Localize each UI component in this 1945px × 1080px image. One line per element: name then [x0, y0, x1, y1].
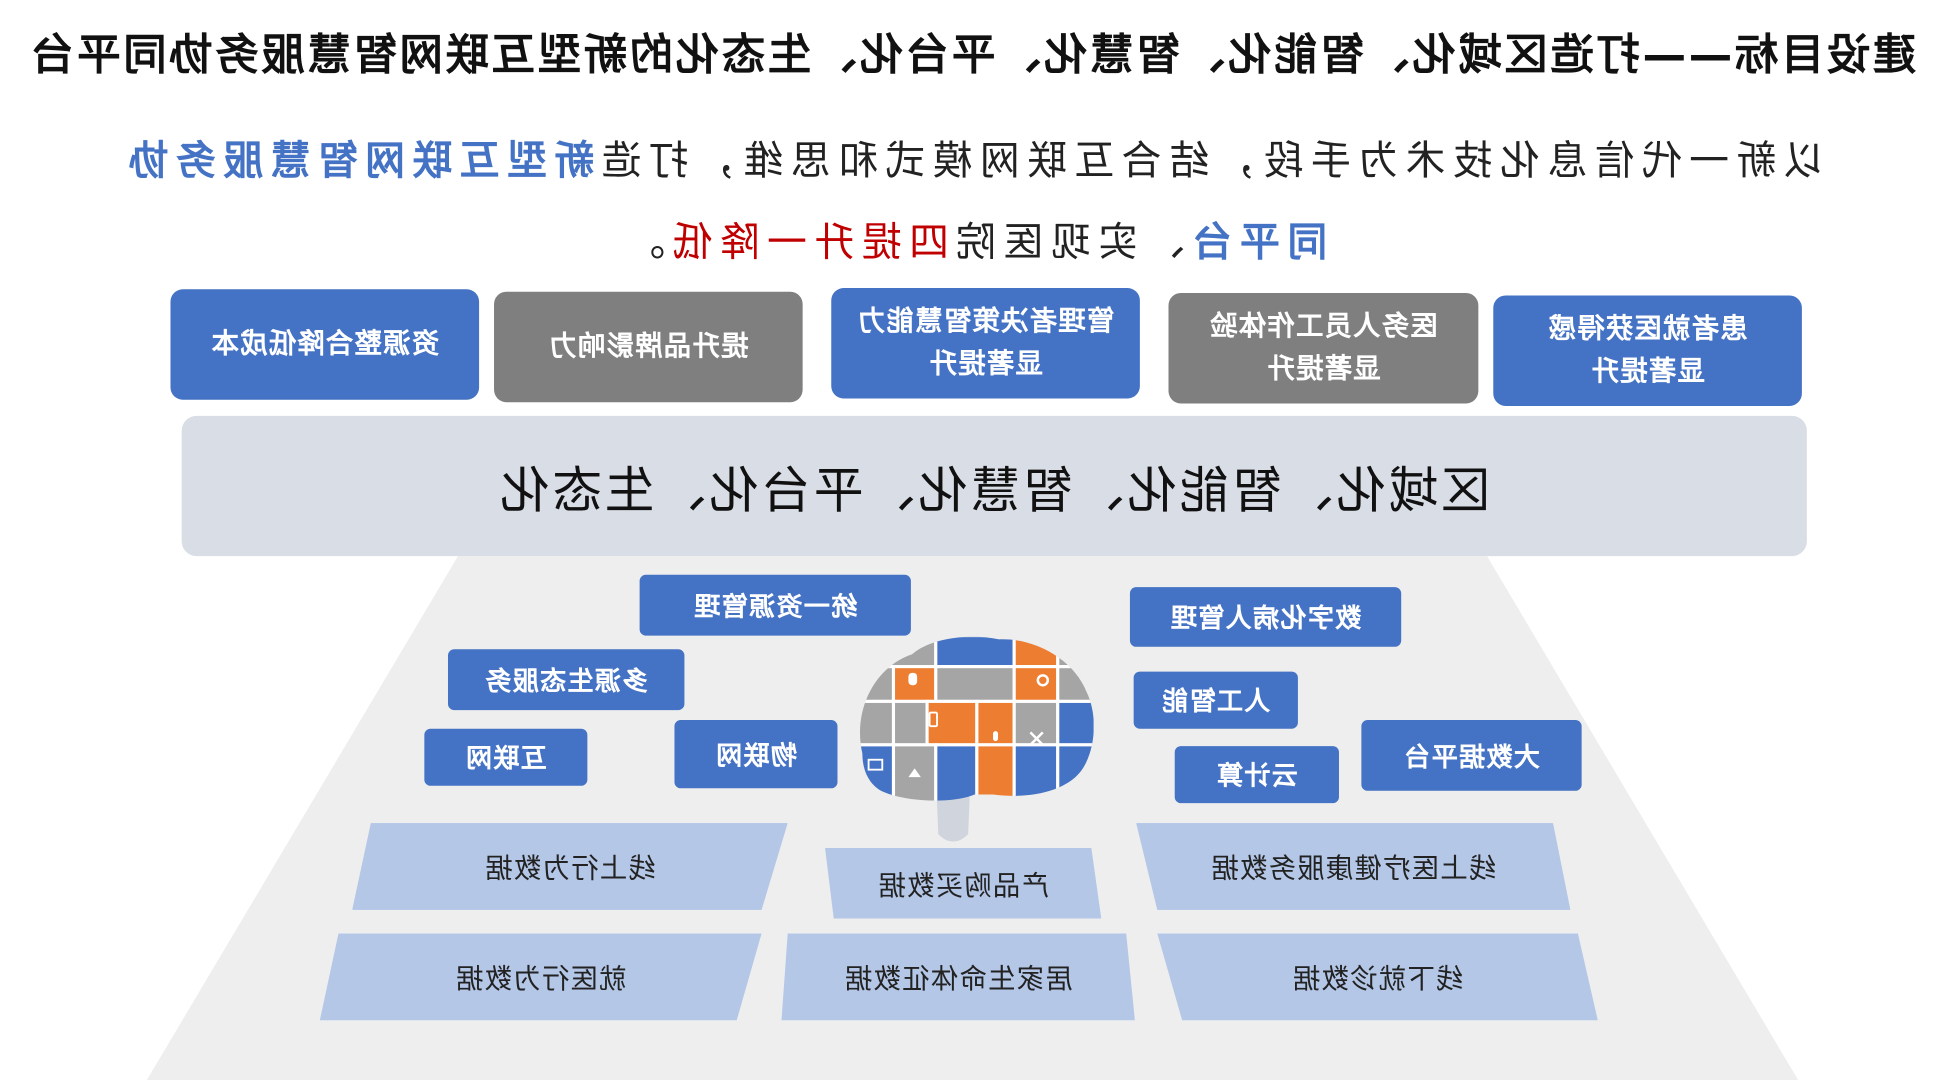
goal-staff-experience: 医务人员工作体验 显著提升 — [1168, 292, 1479, 404]
brain-tile — [1012, 665, 1060, 703]
phone-icon — [928, 711, 938, 728]
goal-cost-reduction: 资源整合降低成本 — [170, 289, 480, 400]
intro-line-2: 同平台、实现医院四提升一降低。 — [0, 216, 1945, 268]
data-source-home-vital-signs: 居家生命体征数据 — [781, 934, 1134, 1021]
brain-tile — [860, 743, 896, 801]
goal-label: 显著提升 — [928, 348, 1043, 380]
intro-line-1: 以新一代信息化技术为手段，结合互联网模式和思维，打造新型互联网智慧服务协 — [0, 134, 1945, 186]
data-source-medical-behavior: 就医行为数据 — [320, 934, 762, 1021]
brain-tile — [934, 636, 1016, 669]
brain-icon — [860, 636, 1094, 842]
image-icon — [908, 768, 921, 778]
tech-ai: 人工智能 — [1133, 671, 1298, 729]
brain-tile — [1056, 636, 1094, 669]
brain-tile — [1012, 743, 1060, 801]
brain-tile — [860, 699, 896, 747]
tech-cloud: 云计算 — [1174, 746, 1339, 804]
tech-big-data: 大数据平台 — [1361, 720, 1582, 791]
goal-label: 显著提升 — [1266, 353, 1381, 385]
tech-multi-ecosystem: 多源生态服务 — [447, 649, 685, 711]
brain-tile — [1056, 743, 1094, 801]
data-source-product-purchase: 产品购买数据 — [825, 848, 1101, 919]
goal-management-decision: 管理者决策智慧能力 显著提升 — [831, 288, 1140, 399]
goal-brand-influence: 提升品牌影响力 — [494, 291, 803, 403]
monitor-icon — [867, 758, 884, 771]
brain-tile — [925, 699, 979, 747]
tools-icon — [1029, 731, 1044, 746]
mouse-icon — [908, 672, 918, 686]
microphone-icon — [993, 731, 999, 742]
intro-highlight: 同平台 — [1185, 218, 1328, 266]
brain-tile — [1012, 636, 1060, 669]
goal-patient-experience: 患者就医获得感 显著提升 — [1493, 295, 1802, 406]
tech-digital-patient: 数字化病人管理 — [1129, 587, 1402, 647]
brain-tile — [860, 665, 896, 703]
tech-unified-resource: 统一资源管理 — [639, 574, 911, 636]
characteristics-banner: 区域化、智能化、智慧化、平台化、生态化 — [181, 415, 1807, 557]
brain-tile — [1056, 699, 1094, 747]
gear-icon — [1036, 674, 1050, 687]
goal-label: 显著提升 — [1590, 355, 1705, 387]
brain-tile — [934, 743, 979, 801]
goal-label: 资源整合降低成本 — [210, 328, 440, 360]
goal-label: 医务人员工作体验 — [1208, 310, 1438, 343]
goal-label: 提升品牌影响力 — [548, 330, 749, 362]
data-source-online-health-service: 线上医疗健康服务数据 — [1136, 823, 1570, 910]
brain-tile — [891, 699, 929, 747]
goal-label: 管理者决策智慧能力 — [856, 306, 1115, 338]
brain-tile — [934, 665, 1016, 703]
intro-red-highlight: 四提升一降低 — [665, 218, 949, 266]
goal-label: 患者就医获得感 — [1547, 313, 1748, 345]
intro-text: 以新一代信息化技术为手段，结合互联网模式和思维，打造 — [594, 136, 1824, 184]
intro-text: 。 — [617, 218, 666, 266]
intro-highlight: 新型互联网智慧服务协 — [121, 136, 595, 184]
brain-tile — [860, 636, 938, 669]
brain-tile — [975, 743, 1016, 801]
data-source-offline-visit: 线下就诊数据 — [1157, 934, 1598, 1021]
brain-tile — [1056, 665, 1094, 703]
tech-iot: 物联网 — [674, 720, 838, 789]
page-title: 建设目标——打造区域化、智能化、智慧化、平台化、生态化的新型互联网智慧服务协同平… — [28, 31, 1917, 81]
intro-text: 、实现医院 — [948, 218, 1186, 266]
tech-internet: 互联网 — [424, 728, 588, 786]
data-source-online-behavior: 线上行为数据 — [352, 823, 788, 910]
